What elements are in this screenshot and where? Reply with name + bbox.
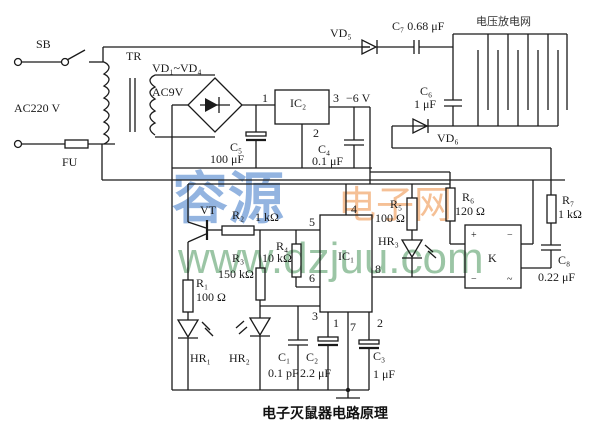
transformer-tr: TR AC9V (102, 49, 215, 145)
r3-name: R₃ (232, 251, 244, 265)
label-ac220: AC220 V (14, 101, 60, 115)
c2-value: 2.2 μF (300, 366, 331, 380)
watermark: 容源 电子网 www.dzjuu.com (172, 167, 484, 283)
c6-value: 1 μF (414, 97, 436, 111)
ic2-label: IC₂ (290, 96, 306, 110)
c8-name: C₈ (558, 253, 570, 267)
power-input: SB AC220 V FU (13, 37, 565, 181)
vd5-label: VD₅ (330, 26, 352, 40)
c3-value: 1 μF (373, 367, 395, 381)
relay-plus: + (471, 230, 477, 241)
transistor-vt: VT R₂ 1 kΩ (187, 184, 320, 280)
terminal-top (13, 57, 23, 67)
c1-value: 0.1 pF (268, 366, 299, 380)
label-fu: FU (62, 155, 78, 169)
relay-tilde: ~ (507, 274, 513, 285)
relay-minus-tr: − (507, 230, 513, 241)
r3-value: 150 kΩ (218, 267, 254, 281)
c6-name: C₆ (420, 84, 432, 98)
resistor-r1 (182, 279, 194, 313)
label-sb: SB (36, 37, 51, 51)
vd6-label: VD₆ (437, 131, 459, 145)
hr2: HR₂ (229, 317, 272, 390)
vd5-diode-icon (361, 38, 378, 56)
vt-label: VT (200, 203, 217, 217)
discharge-grid (452, 33, 568, 127)
label-ac9v: AC9V (152, 85, 184, 99)
hv-section: VD₅ C₇ 0.68 μF 电压放电网 C₆ 1 μF (330, 14, 568, 195)
label-tr: TR (126, 49, 141, 63)
r7-c8: R₇ 1 kΩ C₈ 0.22 μF (521, 193, 582, 284)
c5-name: C₅ (230, 140, 242, 154)
r6-value: 120 Ω (455, 204, 485, 218)
watermark-sub: 电子网 (338, 183, 452, 227)
label-bridge: VD₁~VD₄ (152, 61, 202, 75)
hr1-label: HR₁ (190, 351, 211, 365)
timing-caps: C₁ 0.1 pF C₂ 2.2 μF C₃ 1 μF (268, 306, 395, 390)
terminal-bottom (13, 139, 23, 149)
capacitor-c5: C₅ 100 μF (210, 105, 267, 168)
c7-label: C₇ 0.68 μF (392, 19, 445, 33)
r1-name: R₁ (196, 276, 208, 290)
c3-name: C₃ (373, 349, 385, 363)
r1-value: 100 Ω (196, 290, 226, 304)
r4-value: 10 kΩ (262, 251, 292, 265)
r1-hr1: R₁ 100 Ω HR₁ (176, 276, 226, 390)
ic2-pin2: 2 (313, 126, 319, 140)
regulator-ic2: IC₂ 1 2 3 −6 V C₄ 0.1 μF (172, 89, 450, 173)
watermark-brand: 容源 (172, 167, 284, 232)
c4-value: 0.1 μF (312, 154, 343, 168)
ic1-pin6: 6 (309, 271, 315, 285)
diagram-title: 电子灭鼠器电路原理 (262, 405, 388, 422)
switch-sb[interactable] (66, 49, 86, 61)
r7-value: 1 kΩ (558, 207, 582, 221)
hr2-label: HR₂ (229, 351, 250, 365)
ic1: IC₁ 4 5 6 8 3 1 7 2 (188, 172, 450, 334)
ic1-pin4: 4 (351, 202, 357, 216)
relay-minus-bl: − (471, 274, 477, 285)
watermark-url: www.dzjuu.com (177, 234, 484, 283)
ic1-pin1: 1 (333, 316, 339, 330)
ic2-pin3: 3 (333, 91, 339, 105)
c5-value: 100 μF (210, 152, 244, 166)
c1-name: C₁ (278, 350, 290, 364)
hr3-led-icon (400, 239, 424, 259)
fuse-fu (64, 139, 89, 149)
ic1-label: IC₁ (338, 249, 354, 263)
r5-value: 100 Ω (375, 211, 405, 225)
c2-name: C₂ (306, 350, 318, 364)
ic2-output: −6 V (346, 91, 371, 105)
r2-value: 1 kΩ (255, 210, 279, 224)
vd6-diode-icon (412, 117, 429, 135)
ic2-pin1: 1 (262, 91, 268, 105)
resistor-r6-group: R₆ 120 Ω (445, 172, 485, 245)
ic1-pin2: 2 (377, 316, 383, 330)
r4-name: R₄ (276, 239, 288, 253)
r5-hr3: R₅ 100 Ω HR₃ (372, 184, 465, 278)
c4-name: C₄ (318, 142, 330, 156)
r3-r4: R₃ 150 kΩ R₄ 10 kΩ (218, 230, 320, 318)
switch-contact (60, 57, 70, 67)
hr2-led-icon (248, 317, 272, 337)
r7-name: R₇ (562, 193, 574, 207)
bridge-rectifier: VD₁~VD₄ (152, 61, 275, 168)
ic1-pin8: 8 (375, 262, 381, 276)
r5-name: R₅ (390, 197, 402, 211)
c8-value: 0.22 μF (538, 270, 575, 284)
r2-name: R₂ (232, 208, 244, 222)
resistor-r7 (546, 194, 557, 224)
relay-box (464, 224, 522, 289)
ic1-pin7: 7 (350, 320, 356, 334)
ic1-pin5: 5 (309, 215, 315, 229)
ground (171, 168, 369, 399)
relay-k: K + − − ~ (464, 180, 534, 289)
hr1-led-icon (176, 319, 200, 339)
ic1-pin3: 3 (312, 309, 318, 323)
relay-label: K (488, 251, 497, 265)
grid-label: 电压放电网 (476, 14, 531, 28)
hr3-label: HR₃ (378, 234, 399, 248)
r6-name: R₆ (462, 190, 474, 204)
